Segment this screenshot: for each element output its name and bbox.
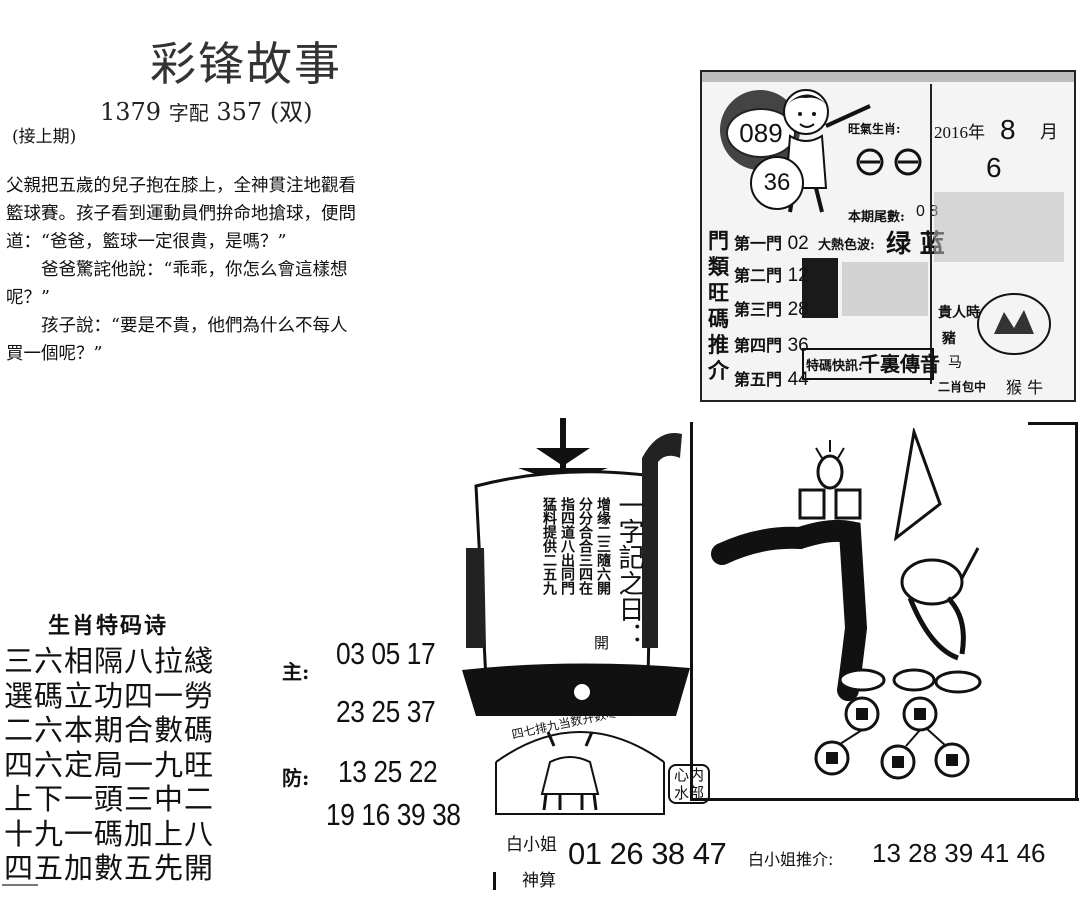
panel-divider xyxy=(930,84,932,384)
sail-line: 分分合合三四在 xyxy=(577,497,593,595)
ship-icon xyxy=(462,418,690,716)
door-label: 第四門 xyxy=(734,336,783,355)
doors-title-char: 旺 xyxy=(708,280,729,305)
doors-title-char: 介 xyxy=(708,358,729,383)
door-number: 44 xyxy=(787,369,809,390)
sail-line: 增缘二三隨六開 xyxy=(595,497,611,595)
poem-line: 二六本期合數碼 xyxy=(4,713,215,747)
poem-title: 生肖特码诗 xyxy=(48,613,169,639)
subtitle: 1379 字配 357 (双) xyxy=(100,92,313,127)
doors-title-char: 門 xyxy=(708,228,729,253)
divider xyxy=(493,872,496,890)
cow-side-text: 心内水部 xyxy=(668,764,710,804)
subtitle-end: (双) xyxy=(269,98,313,126)
poem-line: 選碼立功四一勞 xyxy=(4,678,215,713)
puzzle-frame xyxy=(690,422,1079,801)
doors-title-char: 推 xyxy=(708,332,729,357)
color-label: 大熱色波: xyxy=(818,238,875,253)
noble-label: 貴人時 xyxy=(938,305,980,321)
defense-numbers: 19 16 39 38 xyxy=(326,797,461,832)
news-block xyxy=(842,262,928,316)
bottom-value: 猴 牛 xyxy=(1006,378,1044,397)
divider xyxy=(2,884,38,886)
story-paragraph: 爸爸驚詫他說：“乖乖，你怎么會這樣想呢？” xyxy=(6,260,348,308)
continued-note: (接上期) xyxy=(12,127,77,147)
tail-value: 0 8 xyxy=(916,203,939,220)
month: 8 xyxy=(1000,114,1016,145)
door-label: 第二門 xyxy=(734,266,783,285)
bottom-numbers: 01 26 38 47 xyxy=(568,836,727,871)
door-label: 第一門 xyxy=(734,234,783,253)
day: 6 xyxy=(986,152,1002,183)
seal-icon xyxy=(977,293,1051,355)
month-label: 月 xyxy=(1040,122,1058,143)
panel-strip xyxy=(702,72,1074,82)
bottom-label: 二肖包中 xyxy=(938,380,987,394)
door-number: 36 xyxy=(787,335,809,356)
year: 2016年 xyxy=(934,123,985,142)
story-paragraph: 父親把五歲的兒子抱在膝上，全神貫注地觀看籃球賽。孩子看到運動員們拚命地搶球，便問… xyxy=(6,176,356,252)
sail-title: 一字記之日： xyxy=(614,492,644,648)
poem-line: 四六定局一九旺 xyxy=(4,747,215,782)
horse-label: 马 xyxy=(948,355,962,371)
defense-label: 防: xyxy=(282,766,310,790)
ball-number: 36 xyxy=(750,156,804,210)
frame-edge xyxy=(1075,422,1078,801)
formula-label: 特碼快訊: xyxy=(806,359,863,374)
poem-line: 三六相隔八拉綫 xyxy=(4,644,215,678)
dark-block xyxy=(802,258,838,318)
shen-suan-label: 神算 xyxy=(522,871,556,891)
subtitle-number: 1379 xyxy=(100,98,162,126)
story-text: 父親把五歲的兒子抱在膝上，全神貫注地觀看籃球賽。孩子看到運動員們拚命地搶球，便問… xyxy=(6,172,358,368)
door-row: 第四門 36 xyxy=(734,332,809,357)
doors-title: 門 類 旺 碼 推 介 xyxy=(708,228,732,384)
page-title: 彩锋故事 xyxy=(150,37,342,91)
door-row: 第二門 12 xyxy=(734,262,809,287)
sail-title-end: 開 xyxy=(594,634,610,652)
door-label: 第三門 xyxy=(734,300,783,319)
formula-box xyxy=(802,348,934,380)
poem-line: 上下一頭三中二 xyxy=(4,782,215,816)
story-paragraph: 孩子說：“要是不貴，他們為什么不每人買一個呢？” xyxy=(6,316,348,364)
pig-label: 豬 xyxy=(942,331,956,347)
frame-edge xyxy=(1028,422,1076,425)
sail-line: 指四道八出同門 xyxy=(559,497,575,595)
formula-value: 千裏傳音 xyxy=(860,352,940,376)
doors-title-char: 碼 xyxy=(708,306,729,331)
door-row: 第五門 44 xyxy=(734,366,809,391)
sail-line: 猛料提供二五九 xyxy=(541,497,557,595)
cow-icon xyxy=(495,731,665,815)
lottery-panel: 089 36 旺氣生肖: 本期尾數: 0 8 大熱色波: 绿 蓝 2016年 8… xyxy=(700,70,1076,402)
zodiac-label: 旺氣生肖: xyxy=(848,122,901,136)
defense-numbers: 13 25 22 xyxy=(338,754,438,789)
tail-label: 本期尾數: xyxy=(848,210,905,225)
almanac-block xyxy=(934,192,1064,262)
door-number: 12 xyxy=(787,265,809,286)
door-number: 28 xyxy=(787,299,809,320)
main-numbers: 03 05 17 xyxy=(336,636,436,671)
main-label: 主: xyxy=(282,660,310,684)
subtitle-number-2: 357 xyxy=(216,98,263,126)
miss-bai-label: 白小姐 xyxy=(506,835,557,855)
door-row: 第一門 02 xyxy=(734,230,809,255)
recommend-numbers: 13 28 39 41 46 xyxy=(872,838,1046,868)
zodiac-icon xyxy=(856,148,922,176)
puzzle-drawing xyxy=(711,428,982,780)
main-numbers: 23 25 37 xyxy=(336,694,436,729)
doors-title-char: 類 xyxy=(708,254,729,279)
door-number: 02 xyxy=(787,233,809,254)
poem-lines: 三六相隔八拉綫 選碼立功四一勞 二六本期合數碼 四六定局一九旺 上下一頭三中二 … xyxy=(4,644,214,886)
door-label: 第五門 xyxy=(734,370,783,389)
recommend-label: 白小姐推介: xyxy=(748,850,834,869)
subtitle-mid: 字配 xyxy=(168,101,209,125)
door-row: 第三門 28 xyxy=(734,296,809,321)
poem-line: 十九一碼加上八 xyxy=(4,816,215,851)
poem-line: 四五加數五先開 xyxy=(4,851,215,885)
